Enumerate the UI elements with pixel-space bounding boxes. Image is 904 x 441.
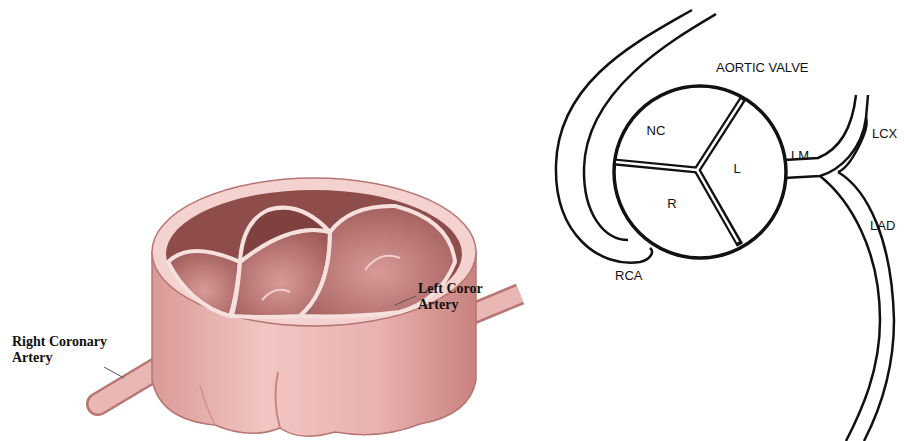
cusp-label: NC — [647, 123, 666, 138]
cusp-label: R — [667, 196, 676, 211]
valve-cusp: L — [729, 159, 745, 178]
valve-cusp: R — [663, 194, 681, 213]
title-label: AORTIC VALVE — [716, 60, 808, 75]
cusp-label: L — [733, 161, 740, 176]
valve-illustration — [98, 178, 520, 436]
vessel-label: LAD — [870, 218, 895, 233]
artery-label: Right Coronary Artery — [12, 334, 130, 366]
valve-schematic — [556, 10, 894, 441]
vessel-label: LM — [791, 148, 809, 163]
valve-cusp: NC — [643, 121, 670, 140]
artery-label: Left Coror Artery — [418, 281, 498, 313]
vessel-label: RCA — [615, 268, 642, 283]
vessel-label: LCX — [872, 126, 897, 141]
